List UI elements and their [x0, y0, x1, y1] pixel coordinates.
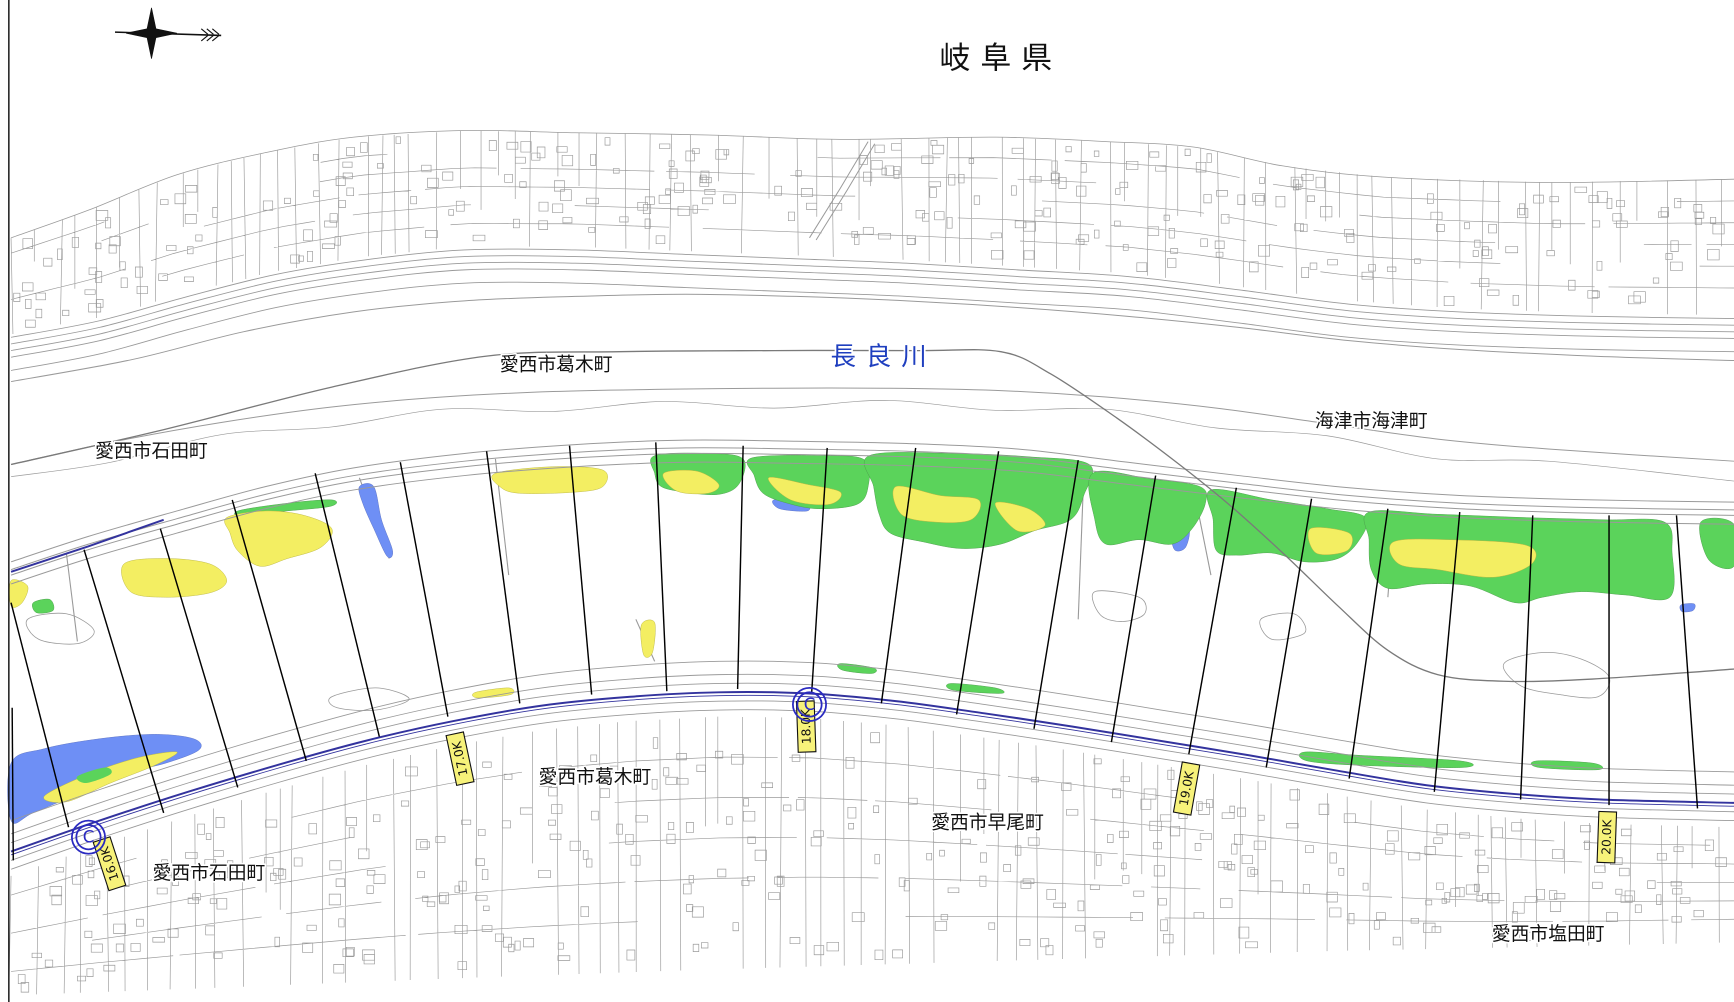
upper-floodplain-levee	[10, 452, 1734, 576]
cross-section-line	[736, 445, 744, 690]
cross-section-line	[314, 473, 381, 737]
place-label-hayao: 愛西市早尾町	[931, 811, 1044, 833]
distance-marker-label: 20.0K	[1599, 818, 1614, 855]
cross-section-line	[955, 451, 1000, 715]
control-point-label: C	[804, 695, 816, 714]
upper-levee-centerline	[10, 518, 164, 573]
vegetation-layer	[7, 452, 1734, 824]
terrain-contours	[10, 387, 1734, 711]
upper-floodplain-levee	[10, 461, 1734, 585]
cross-section-line	[1110, 475, 1157, 743]
place-label-north-kazuragi: 愛西市葛木町	[500, 354, 613, 376]
south-levee-line	[10, 682, 1734, 844]
north-levee-line	[10, 261, 1734, 352]
cross-section-line	[810, 447, 828, 693]
cross-section-line	[1348, 508, 1389, 779]
vegetation-yellow-patch	[892, 485, 981, 523]
town-parcels	[8, 129, 1734, 996]
cross-section-line	[1519, 515, 1534, 800]
control-point-label: C	[83, 828, 95, 847]
cross-section-line	[1265, 498, 1313, 768]
water-area	[358, 483, 393, 559]
cross-section-line	[568, 445, 593, 695]
cross-section-line	[485, 451, 521, 704]
boundary-line	[10, 349, 1734, 683]
control-point-icon: C	[792, 687, 827, 722]
vegetation-yellow-patch	[1307, 527, 1353, 555]
north-road-diagonal	[809, 141, 876, 241]
groyne-line	[1077, 475, 1085, 620]
cross-section-line	[1433, 511, 1461, 792]
place-label-south-kazuragi: 愛西市葛木町	[539, 766, 652, 788]
place-label-south-ishida: 愛西市石田町	[153, 862, 266, 884]
vegetation-green-patch	[32, 598, 55, 614]
distance-marker: 20.0K	[1596, 810, 1618, 864]
north-levee-line	[10, 248, 1734, 338]
levee-lines	[10, 248, 1734, 870]
place-label-kaizu: 海津市海津町	[1315, 410, 1428, 432]
distance-marker: 17.0K	[445, 731, 475, 787]
cross-section-line	[83, 549, 165, 814]
cross-section-line	[1188, 487, 1238, 755]
cross-section-line	[10, 602, 70, 828]
north-town-parcels	[10, 130, 1734, 335]
north-levee-line	[10, 268, 1734, 358]
cross-section-line	[11, 707, 14, 861]
terrain-contour	[1091, 590, 1147, 622]
control-point-icon: C	[70, 819, 106, 855]
terrain-contour	[1502, 652, 1611, 699]
terrain-contour	[1259, 612, 1307, 641]
vegetation-yellow-patch	[472, 687, 515, 699]
cross-section-line	[231, 499, 308, 762]
vegetation-yellow-patch	[121, 558, 227, 598]
vegetation-green-patch	[837, 663, 877, 674]
groyne-line	[65, 552, 78, 642]
place-label-shioda: 愛西市塩田町	[1492, 923, 1605, 945]
cross-section-line	[880, 447, 917, 704]
vegetation-yellow-patch	[9, 579, 29, 608]
vegetation-yellow-patch	[995, 501, 1046, 533]
south-levee-line	[10, 700, 1734, 861]
north-town-edge	[10, 129, 1734, 239]
south-levee-line	[10, 673, 1734, 835]
place-label-north-ishida: 愛西市石田町	[95, 440, 208, 462]
cross-section-lines	[10, 442, 1699, 861]
north-levee-line	[10, 255, 1734, 345]
south-town-parcels	[8, 716, 1734, 996]
cross-section-line	[399, 462, 449, 717]
vegetation-green-patch	[1299, 751, 1474, 768]
distance-marker-label: 19.0K	[1177, 769, 1197, 807]
south-levee-centerline	[10, 691, 1734, 853]
upper-floodplain-levee	[10, 447, 1734, 571]
cross-section-line	[1675, 515, 1699, 809]
upper-floodplain-levee	[10, 439, 1734, 563]
south-levee-line	[10, 660, 1734, 822]
north-arrow-icon	[114, 7, 222, 59]
terrain-contour	[25, 612, 95, 645]
vegetation-yellow-patch	[224, 510, 333, 567]
north-water-edge	[10, 293, 1734, 383]
south-levee-line	[10, 709, 1734, 870]
north-levee-line	[10, 281, 1734, 371]
terrain-contour	[328, 687, 410, 711]
vegetation-yellow-patch	[640, 619, 656, 658]
prefecture-boundary-line	[10, 349, 1734, 683]
south-levee-centerline	[10, 694, 1734, 856]
river-label: 長良川	[831, 341, 937, 371]
prefecture-label: 岐阜県	[939, 41, 1062, 77]
water-area	[1679, 603, 1696, 613]
vegetation-yellow-patch	[662, 469, 720, 495]
vegetation-yellow-patch	[768, 477, 842, 506]
sandbar-edge	[10, 387, 1734, 465]
cross-section-line	[1033, 459, 1079, 729]
cross-section-line	[655, 442, 668, 692]
vegetation-yellow-patch	[1389, 538, 1537, 578]
cross-section-line	[159, 528, 239, 788]
sandbar-contour	[11, 400, 1734, 482]
vegetation-green-patch	[76, 767, 112, 784]
vegetation-yellow-patch	[491, 466, 608, 494]
distance-marker: 19.0K	[1172, 761, 1201, 816]
